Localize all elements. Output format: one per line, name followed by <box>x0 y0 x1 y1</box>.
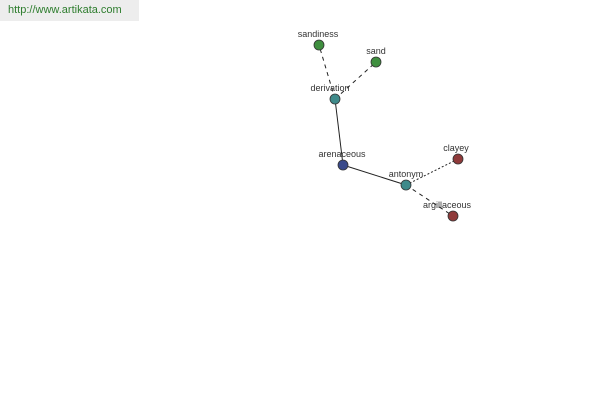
node-clayey[interactable] <box>452 153 464 165</box>
site-url-link[interactable]: http://www.artikata.com <box>0 0 139 21</box>
node-label-sandiness: sandiness <box>298 29 339 39</box>
edge-arenaceous-antonym <box>342 164 407 186</box>
node-antonym[interactable] <box>400 179 412 191</box>
node-label-clayey: clayey <box>443 143 469 153</box>
node-sand[interactable] <box>370 56 382 68</box>
node-label-derivation: derivation <box>310 83 349 93</box>
node-derivation[interactable] <box>329 93 341 105</box>
edge-derivation-sand <box>334 61 377 100</box>
graph-edges <box>318 44 459 217</box>
node-label-arenaceous: arenaceous <box>318 149 366 159</box>
node-label-sand: sand <box>366 46 386 56</box>
node-sandiness[interactable] <box>313 39 325 51</box>
graph-nodes: sandiness sand derivation arenaceous antonym… <box>298 29 472 222</box>
node-argillaceous[interactable] <box>447 210 459 222</box>
node-label-antonym: antonym <box>389 169 424 179</box>
edge-derivation-sandiness <box>318 44 336 100</box>
node-label-argillaceous: argillaceous <box>423 200 472 210</box>
edge-arenaceous-derivation <box>334 98 344 166</box>
edge-antonym-clayey <box>405 158 459 186</box>
edge-antonym-argillaceous <box>405 184 454 217</box>
node-arenaceous[interactable] <box>337 159 349 171</box>
